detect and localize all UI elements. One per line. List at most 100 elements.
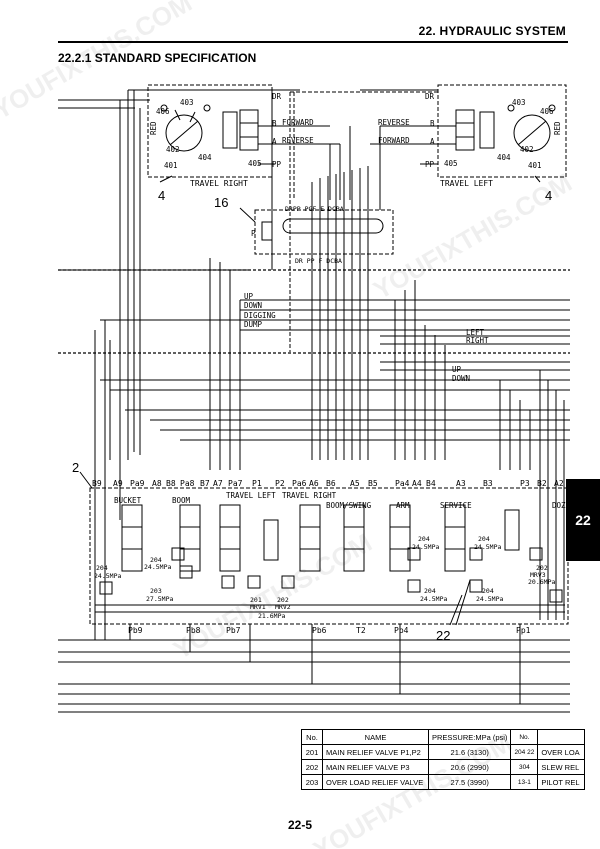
table-cell: PILOT REL: [537, 774, 586, 790]
table-header: NAME: [322, 729, 429, 745]
relief-label: 202: [277, 596, 289, 604]
part-403: 403: [180, 98, 194, 107]
relief-label: 203: [150, 587, 162, 595]
motor-red-left: RED: [553, 121, 562, 135]
section-travel-left: TRAVEL LEFT: [226, 491, 276, 500]
pilot-dump: DUMP: [244, 320, 263, 329]
callout-4-left: 4: [545, 188, 552, 203]
relief-label: 24.5MPa: [144, 563, 171, 571]
port-dr-left: DR: [425, 92, 435, 101]
table-cell: SLEW REL: [537, 759, 586, 775]
port: B8: [166, 479, 176, 488]
relief-label: 204: [482, 587, 494, 595]
table-header-row: No. NAME PRESSURE:MPa (psi) No.: [301, 729, 586, 745]
table-cell: 202: [301, 759, 323, 775]
port-a-right: A: [272, 137, 277, 146]
port-bottom: Pb6: [312, 626, 327, 635]
port-bottom: Pb9: [128, 626, 143, 635]
relief-label: 24.5MPa: [94, 572, 121, 580]
part-401: 401: [164, 161, 178, 170]
port: A8: [152, 479, 162, 488]
port: A7: [213, 479, 223, 488]
table-cell: 13-1: [510, 774, 539, 790]
table-cell: 204 22: [510, 744, 539, 760]
watermark-layer: YOUFIXTHIS.COM YOUFIXTHIS.COM YOUFIXTHIS…: [0, 0, 577, 849]
port: B9: [92, 479, 102, 488]
port-bottom: Pb8: [186, 626, 201, 635]
port: B3: [483, 479, 493, 488]
section-boom: BOOM: [172, 496, 191, 505]
table-cell: 20.6 (2990): [427, 759, 512, 775]
table-row: 201 MAIN RELIEF VALVE P1,P2 21.6 (3130) …: [301, 744, 586, 760]
relief-label: 24.5MPa: [476, 595, 503, 603]
port: B7: [200, 479, 210, 488]
part-402-left: 402: [520, 145, 534, 154]
port: A5: [350, 479, 360, 488]
table-header: No.: [510, 729, 539, 745]
relief-label: MRV3: [530, 571, 546, 579]
part-406: 406: [156, 107, 170, 116]
part-405-left: 405: [444, 159, 458, 168]
part-402: 402: [166, 145, 180, 154]
part-404-left: 404: [497, 153, 511, 162]
table-row: 202 MAIN RELIEF VALVE P3 20.6 (2990) 304…: [301, 759, 586, 775]
pilot-left: LEFT: [466, 328, 485, 337]
table-cell: OVER LOA: [537, 744, 586, 760]
callout-22: 22: [436, 628, 450, 643]
table-header: [537, 729, 586, 745]
pilot-up: UP: [244, 292, 254, 301]
swivel-bottom-ports: DR PP F DCBA: [295, 257, 342, 265]
port-pp-left: PP: [425, 160, 435, 169]
relief-label: 24.5MPa: [474, 543, 501, 551]
port-bottom: Pb7: [226, 626, 241, 635]
port-bottom: Pp1: [516, 626, 531, 635]
relief-label: 24.5MPa: [412, 543, 439, 551]
pilot-right: RIGHT: [466, 336, 489, 345]
relief-label: 24.5MPa: [420, 595, 447, 603]
port: Pa8: [180, 479, 195, 488]
swivel-top-ports: DRPP PGF E DCBA: [285, 205, 344, 213]
section-service: SERVICE: [440, 501, 472, 510]
table-cell: 201: [301, 744, 323, 760]
port-b-left: B: [430, 119, 435, 128]
port: A2: [554, 479, 564, 488]
section-arm: ARM: [396, 501, 410, 510]
relief-label: 204: [150, 556, 162, 564]
part-401-left: 401: [528, 161, 542, 170]
port: Pa6: [292, 479, 307, 488]
table-row: 203 OVER LOAD RELIEF VALVE 27.5 (3990) 1…: [301, 774, 586, 790]
port: B2: [537, 479, 547, 488]
port: A9: [113, 479, 123, 488]
port: P3: [520, 479, 530, 488]
relief-label: MRV2: [275, 603, 291, 611]
table-cell: 21.6 (3130): [427, 744, 512, 760]
port-pp-right: PP: [272, 160, 282, 169]
pilot-down: DOWN: [244, 301, 262, 310]
port-dr-right: DR: [272, 92, 282, 101]
port: Pa9: [130, 479, 145, 488]
page-number: 22-5: [287, 818, 313, 832]
section-travel-right: TRAVEL RIGHT: [282, 491, 337, 500]
travel-right-label: TRAVEL RIGHT: [190, 179, 248, 188]
line-reverse-right: REVERSE: [282, 136, 314, 145]
relief-label: 204: [478, 535, 490, 543]
header-rule: [58, 41, 568, 43]
port: B5: [368, 479, 378, 488]
relief-label: 21.6MPa: [258, 612, 285, 620]
port: B4: [426, 479, 436, 488]
line-forward-left: FORWARD: [378, 136, 410, 145]
port-b-right: B: [272, 119, 277, 128]
relief-label: 201: [250, 596, 262, 604]
part-406-left: 406: [540, 107, 554, 116]
relief-label: 204: [424, 587, 436, 595]
relief-label: 27.5MPa: [146, 595, 173, 603]
relief-label: MRV1: [250, 603, 266, 611]
chapter-tab[interactable]: 22: [566, 479, 600, 561]
port: Pa4: [395, 479, 410, 488]
port: A6: [309, 479, 319, 488]
pilot-down-2: DOWN: [452, 374, 470, 383]
part-403-left: 403: [512, 98, 526, 107]
callout-2: 2: [72, 460, 79, 475]
relief-label: 20.6MPa: [528, 578, 555, 586]
